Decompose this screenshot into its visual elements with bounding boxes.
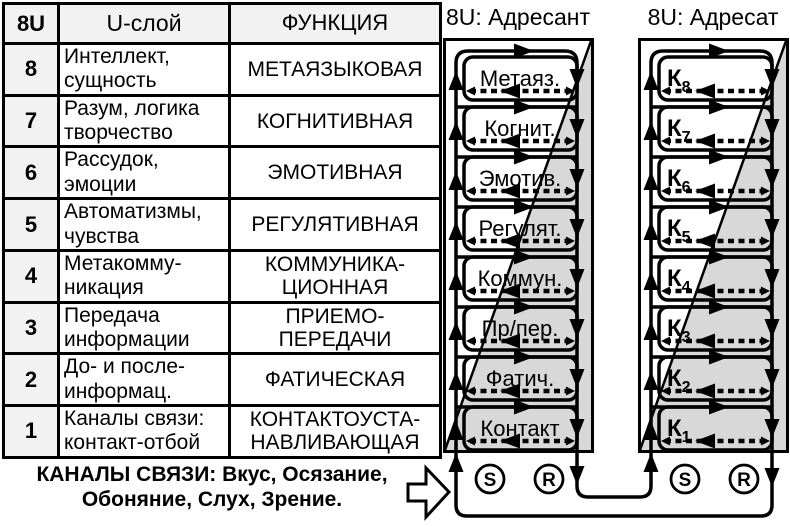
layer-label: Фатич.	[486, 366, 554, 391]
row-layer-cell: Метакомму- никация	[57, 248, 231, 304]
sender-label: S	[484, 470, 497, 491]
row-number-cell: 7	[2, 93, 60, 149]
row-layer-cell: Интеллект, сущность	[57, 42, 231, 97]
row-number-cell: 3	[2, 300, 60, 356]
addressee-column-diagram	[640, 40, 788, 453]
connector-down-arrowhead	[569, 466, 585, 485]
table-row: 3 Передача информации ПРИЕМО- ПЕРЕДАЧИ	[2, 300, 442, 356]
table-row: 8 Интеллект, сущность МЕТАЯЗЫКОВАЯ	[2, 42, 442, 97]
row-number-cell: 6	[2, 145, 60, 201]
row-function-cell: ФАТИЧЕСКАЯ	[228, 352, 442, 408]
feedback-return-loop	[454, 452, 774, 518]
row-function-cell: КОНТАКТОУСТА- НАВЛИВАЮЩАЯ	[228, 404, 442, 459]
table-row: 4 Метакомму- никация КОММУНИКА- ЦИОННАЯ	[2, 248, 442, 304]
table-header-row: 8U U-слой ФУНКЦИЯ	[2, 2, 442, 45]
row-layer-cell: Автоматизмы, чувства	[57, 197, 231, 252]
header-u-layer: U-слой	[57, 2, 231, 45]
k-layer-label: К6	[667, 165, 691, 196]
receiver-circle	[728, 463, 760, 495]
k-layer-label: К7	[667, 115, 691, 146]
k-layer-label: К3	[667, 315, 691, 346]
layer-label: Коммун.	[478, 266, 563, 291]
sender-circle	[669, 463, 701, 495]
channels-caption: КАНАЛЫ СВЯЗИ: Вкус, Осязание, Обоняние, …	[36, 463, 388, 512]
row-layer-cell: До- и после- информац.	[57, 352, 231, 408]
row-function-cell: КОММУНИКА- ЦИОННАЯ	[228, 248, 442, 304]
layer-label: Пр/пер.	[482, 316, 559, 341]
table-row: 7 Разум, логика творчество КОГНИТИВНАЯ	[2, 93, 442, 149]
receiver-circle	[533, 463, 565, 495]
loop-up-arrowhead	[448, 453, 464, 472]
row-layer-cell: Передача информации	[57, 300, 231, 356]
receiver-label: R	[542, 470, 556, 491]
sender-label: S	[679, 470, 692, 491]
layer-label: Метаяз.	[480, 66, 560, 91]
connector-up-arrowhead	[643, 453, 659, 472]
row-layer-cell: Каналы связи: контакт-отбой	[57, 404, 231, 459]
k-layer-label: К1	[667, 415, 691, 446]
header-function: ФУНКЦИЯ	[228, 2, 442, 45]
k-layer-label: К8	[667, 65, 691, 96]
loop-down-arrowhead	[764, 468, 780, 487]
addressee-title: 8U: Адресат	[647, 4, 779, 30]
k-layer-label: К2	[667, 365, 691, 396]
header-8u: 8U	[2, 2, 60, 45]
u-layers-table: 8U U-слой ФУНКЦИЯ 8 Интеллект, сущность …	[2, 2, 442, 459]
addresser-title: 8U: Адресант	[445, 4, 591, 30]
layer-label: Эмотив.	[479, 166, 562, 191]
row-number-cell: 1	[2, 404, 60, 459]
table-row: 2 До- и после- информац. ФАТИЧЕСКАЯ	[2, 352, 442, 408]
table-row: 6 Рассудок, эмоции ЭМОТИВНАЯ	[2, 145, 442, 201]
row-function-cell: ЭМОТИВНАЯ	[228, 145, 442, 201]
table-row: 1 Каналы связи: контакт-отбой КОНТАКТОУС…	[2, 404, 442, 459]
row-layer-cell: Рассудок, эмоции	[57, 145, 231, 201]
addresser-to-addressee-connector	[575, 452, 653, 499]
row-number-cell: 8	[2, 42, 60, 97]
layer-label: Когнит.	[484, 116, 555, 141]
row-number-cell: 2	[2, 352, 60, 408]
row-layer-cell: Разум, логика творчество	[57, 93, 231, 149]
row-function-cell: РЕГУЛЯТИВНАЯ	[228, 197, 442, 252]
row-number-cell: 5	[2, 197, 60, 252]
layer-label: Контакт	[480, 416, 559, 441]
k-layer-label: К4	[667, 265, 691, 296]
row-function-cell: КОГНИТИВНАЯ	[228, 93, 442, 149]
table-row: 5 Автоматизмы, чувства РЕГУЛЯТИВНАЯ	[2, 197, 442, 252]
sender-circle	[474, 463, 506, 495]
layer-label: Регулят.	[479, 216, 562, 241]
row-function-cell: МЕТАЯЗЫКОВАЯ	[228, 42, 442, 97]
receiver-label: R	[737, 470, 751, 491]
k-layer-label: К5	[667, 215, 691, 246]
channels-block-arrow-icon	[406, 464, 452, 521]
row-function-cell: ПРИЕМО- ПЕРЕДАЧИ	[228, 300, 442, 356]
row-number-cell: 4	[2, 248, 60, 304]
